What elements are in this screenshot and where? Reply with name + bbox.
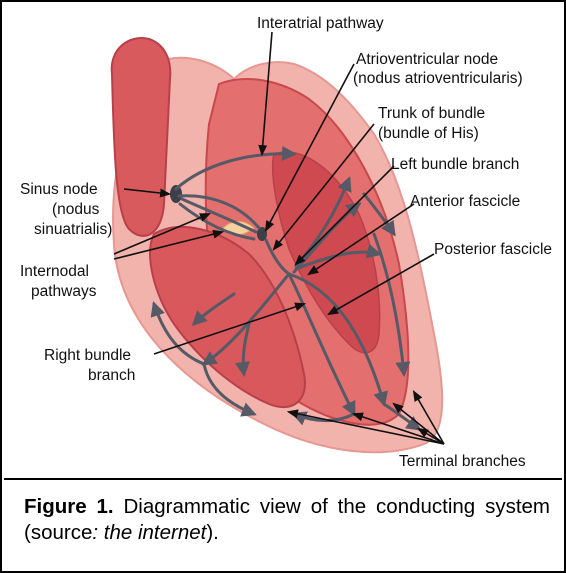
label-trunk-line2: (bundle of His) <box>378 125 479 142</box>
label-sinus-node-line3: sinuatrialis) <box>34 221 112 238</box>
label-right-bundle-line2: branch <box>88 367 135 384</box>
label-av-node-line1: Atrioventricular node <box>356 51 498 68</box>
figure-number: Figure 1. <box>24 495 114 518</box>
label-anterior-fascicle: Anterior fascicle <box>410 193 520 210</box>
great-vessel <box>112 38 171 236</box>
label-trunk-line1: Trunk of bundle <box>378 105 485 122</box>
caption-source: : the internet <box>92 521 206 544</box>
label-sinus-node-line1: Sinus node <box>20 181 98 198</box>
figure-caption: Figure 1. Diagrammatic view of the condu… <box>24 494 550 546</box>
label-posterior-fascicle: Posterior fascicle <box>434 241 552 258</box>
label-internodal-line1: Internodal <box>20 263 89 280</box>
label-internodal-line2: pathways <box>31 283 97 300</box>
caption-end: ). <box>206 521 219 544</box>
conducting-system-diagram: Interatrial pathway Atrioventricular nod… <box>4 4 562 480</box>
label-left-bundle-branch: Left bundle branch <box>391 156 519 173</box>
label-sinus-node-line2: (nodus <box>52 201 100 218</box>
label-terminal-branches: Terminal branches <box>399 453 526 470</box>
label-right-bundle-line1: Right bundle <box>44 347 131 364</box>
label-interatrial-pathway: Interatrial pathway <box>257 15 384 32</box>
label-av-node-line2: (nodus atrioventricularis) <box>353 70 523 87</box>
